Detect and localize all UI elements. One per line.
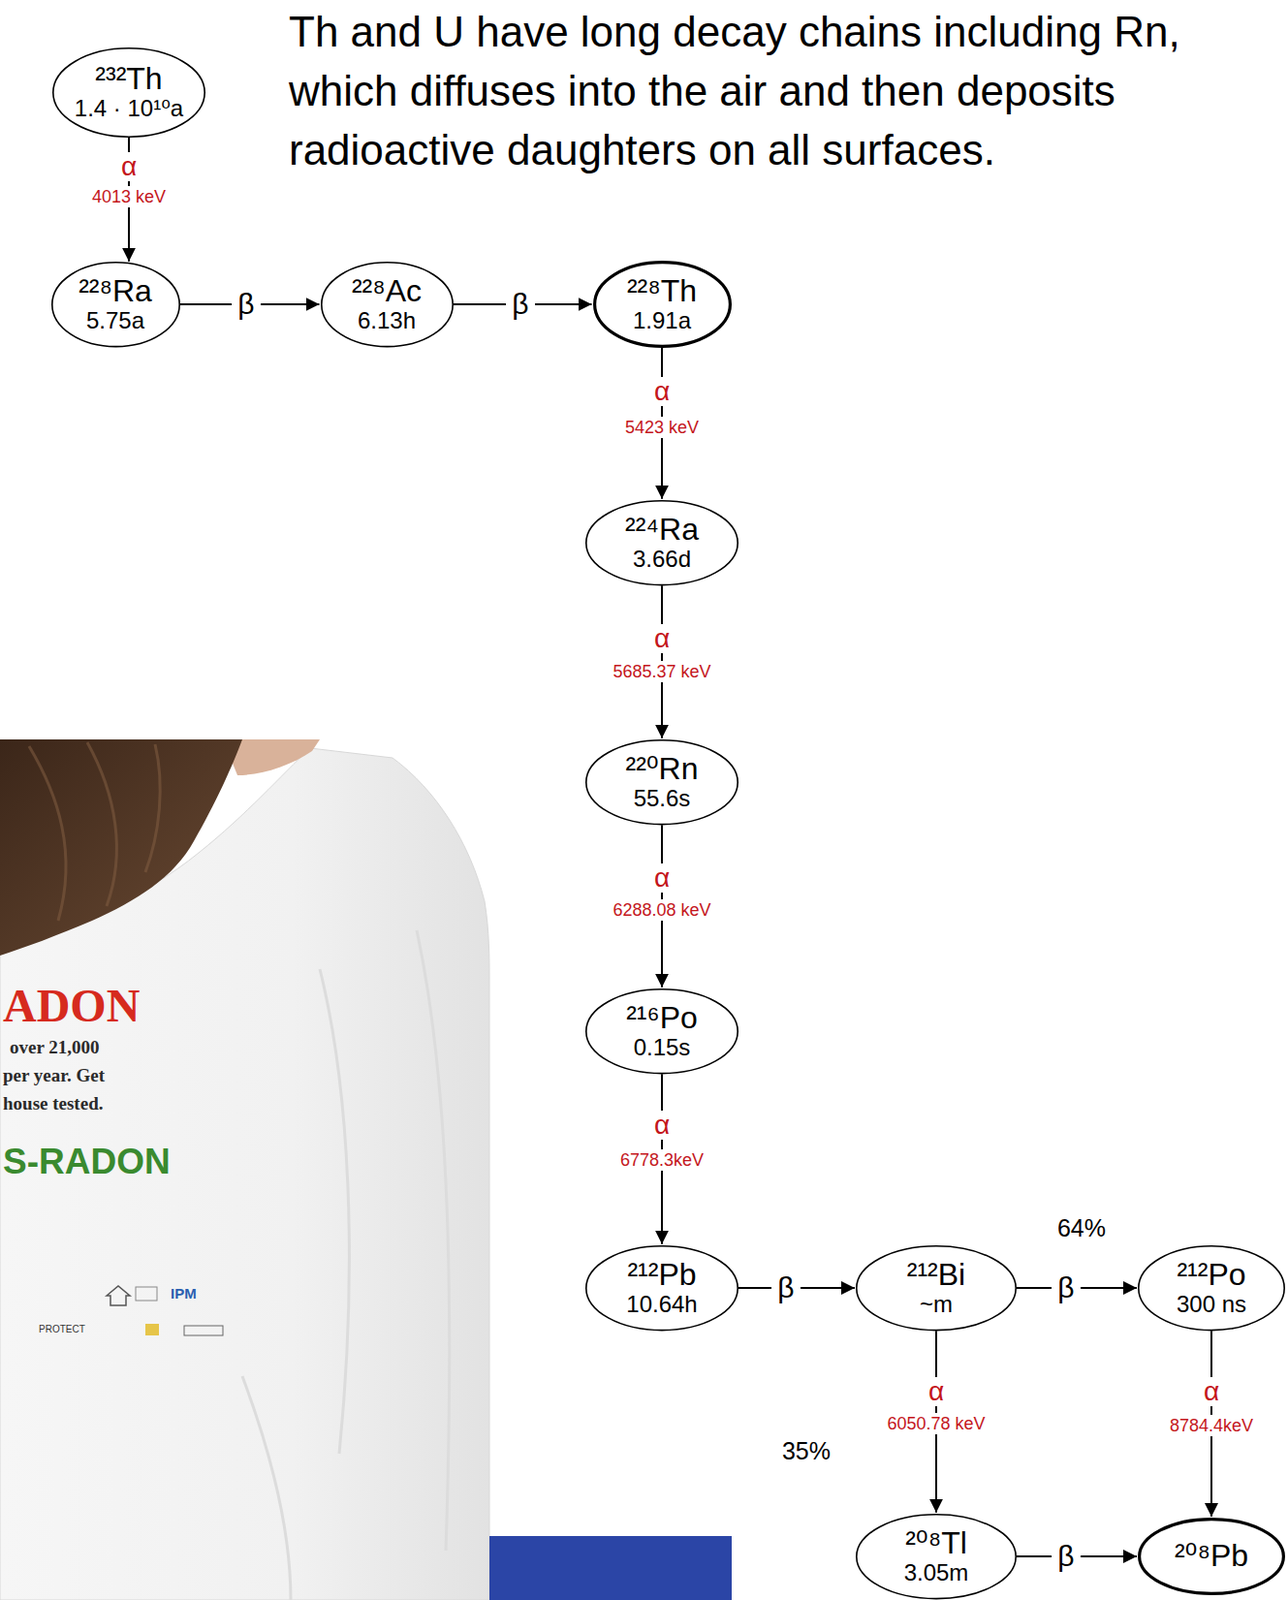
- decay-mode: α: [1198, 1377, 1225, 1406]
- nuclide-node: ²²⁸Th1.91a: [593, 260, 732, 348]
- decay-mode: α: [649, 1110, 675, 1139]
- nuclide-node: ²⁰⁸Tl3.05m: [855, 1513, 1017, 1600]
- half-life: 6.13h: [357, 308, 416, 335]
- energy-label: 6778.3keV: [616, 1149, 708, 1172]
- decay-mode: β: [505, 288, 535, 320]
- shirt-print: per year. Get: [2, 1065, 105, 1087]
- decay-mode: β: [231, 288, 260, 320]
- ellipse-outline: [53, 47, 205, 136]
- logo-mark: [184, 1325, 223, 1336]
- nuclide-node: ²²⁴Ra3.66d: [585, 500, 739, 586]
- decay-mode: β: [1051, 1272, 1080, 1304]
- nuclide-node: ²¹⁶Po0.15s: [585, 988, 739, 1074]
- energy-label: 6288.08 keV: [608, 899, 715, 922]
- energy-label: 6050.78 keV: [882, 1413, 989, 1436]
- energy-label: 4013 keV: [88, 186, 170, 209]
- ellipse-outline: [586, 1246, 738, 1331]
- half-life: 1.4 · 10¹⁰a: [74, 95, 184, 123]
- nuclide-node: ²¹²Pb10.64h: [585, 1245, 739, 1331]
- ellipse-outline: [1138, 1246, 1285, 1331]
- decay-mode: α: [923, 1377, 949, 1406]
- branch-ratio: 64%: [1054, 1214, 1109, 1243]
- half-life: 10.64h: [626, 1291, 697, 1319]
- logo-text: PROTECT: [38, 1323, 86, 1336]
- ellipse-outline: [594, 262, 730, 347]
- energy-label: 5423 keV: [621, 416, 703, 440]
- nuclide-node: ²⁰⁸Pb: [1137, 1517, 1286, 1596]
- decay-mode: α: [649, 624, 675, 653]
- nuclide-name: ²²⁸Th: [627, 274, 697, 310]
- nuclide-name: ²¹²Bi: [907, 1257, 966, 1293]
- ellipse-outline: [51, 262, 179, 347]
- half-life: 1.91a: [632, 308, 692, 335]
- nuclide-name: ²²⁴Ra: [625, 512, 699, 548]
- nuclide-name: ²³²Th: [94, 62, 162, 97]
- decay-mode: α: [649, 863, 675, 892]
- ellipse-outline: [586, 989, 738, 1074]
- half-life: 0.15s: [633, 1035, 692, 1062]
- energy-label: 5685.37 keV: [608, 660, 715, 684]
- shirt-print: house tested.: [2, 1093, 103, 1115]
- half-life: 3.66d: [632, 546, 692, 573]
- ellipse-outline: [856, 1246, 1016, 1331]
- shirt-print: over 21,000: [9, 1036, 100, 1059]
- half-life: ~m: [919, 1291, 953, 1319]
- decay-mode: β: [1051, 1540, 1080, 1572]
- logo-mark: [145, 1323, 159, 1336]
- half-life: 5.75a: [86, 308, 145, 335]
- nuclide-node: ²²⁸Ra5.75a: [51, 261, 181, 347]
- half-life: 300 ns: [1176, 1291, 1247, 1319]
- branch-ratio: 35%: [779, 1437, 834, 1466]
- ellipse-outline: [320, 262, 452, 347]
- ellipse-outline: [586, 740, 738, 825]
- nuclide-name: ²⁰⁸Tl: [905, 1526, 968, 1562]
- decay-mode: α: [116, 152, 142, 181]
- blue-bar: [489, 1536, 732, 1600]
- shirt-folds: [242, 930, 450, 1600]
- decay-mode: α: [649, 376, 675, 406]
- energy-label: 8784.4keV: [1165, 1414, 1257, 1438]
- nuclide-name: ²¹²Pb: [627, 1257, 696, 1293]
- ellipse-outline: [586, 501, 738, 586]
- ellipse-outline: [856, 1514, 1016, 1600]
- nuclide-node: ²²⁰Rn55.6s: [585, 739, 739, 825]
- nuclide-node: ²¹²Bi~m: [855, 1245, 1017, 1331]
- nuclide-name: ²¹⁶Po: [626, 1001, 698, 1037]
- logo-text: IPM: [170, 1285, 197, 1302]
- hair-strands: [29, 742, 160, 921]
- shirt-print: S-RADON: [2, 1141, 171, 1184]
- ellipse-outline: [1139, 1519, 1285, 1595]
- nuclide-name: ²²⁸Ac: [351, 274, 422, 310]
- decay-mode: β: [771, 1272, 800, 1304]
- hair: [0, 739, 243, 956]
- nuclide-name: ²²⁰Rn: [625, 752, 698, 787]
- logo-house: [106, 1286, 130, 1306]
- nuclide-node: ²²⁸Ac6.13h: [320, 261, 454, 347]
- heading-text: Th and U have long decay chains includin…: [288, 1, 1278, 180]
- shirt-print: ADON: [2, 978, 140, 1033]
- half-life: 55.6s: [633, 785, 692, 813]
- nuclide-name: ²⁰⁸Pb: [1174, 1539, 1249, 1574]
- nuclide-node: ²¹²Po300 ns: [1137, 1245, 1286, 1331]
- nuclide-name: ²²⁸Ra: [78, 274, 153, 310]
- nuclide-name: ²¹²Po: [1176, 1257, 1246, 1293]
- half-life: 3.05m: [904, 1560, 970, 1587]
- logo-mark: [135, 1287, 158, 1301]
- nuclide-node: ²³²Th1.4 · 10¹⁰a: [52, 47, 206, 138]
